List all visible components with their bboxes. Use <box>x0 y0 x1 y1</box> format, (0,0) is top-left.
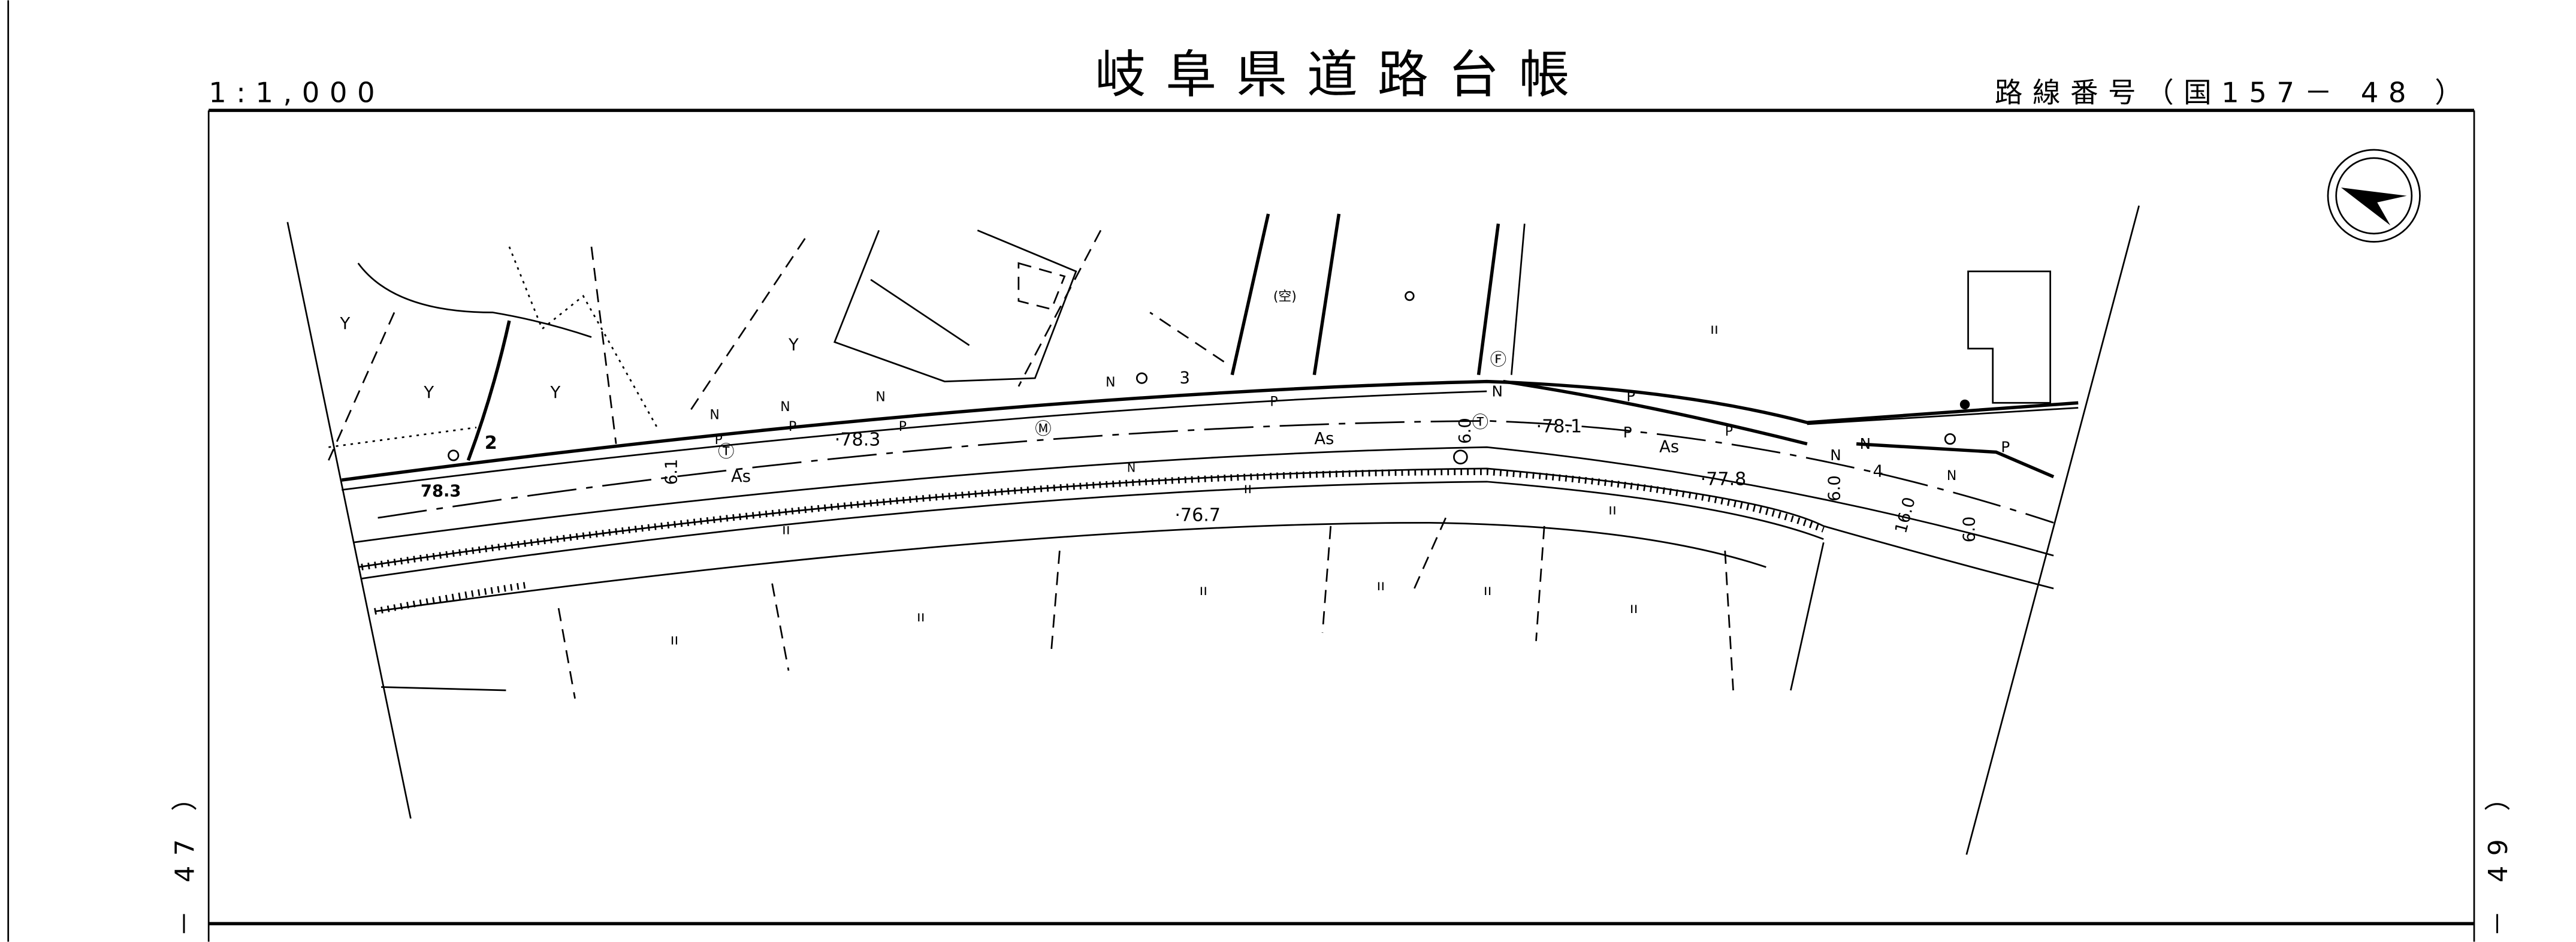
section-boundary-left <box>286 222 412 819</box>
field-symbol: ıı <box>782 521 790 538</box>
elevation-label-bold: 78.3 <box>421 482 461 500</box>
telephone-pole-symbol: Ⓣ <box>1472 413 1488 431</box>
benchmark-icon <box>1959 399 1970 410</box>
field-symbol: ıı <box>1377 576 1385 594</box>
n-label: N <box>709 408 719 423</box>
n-label: N <box>1830 446 1841 464</box>
field-symbol: ıı <box>671 630 679 648</box>
p-label: P <box>2001 438 2010 455</box>
point-symbols <box>448 291 1970 465</box>
right-sheet-number: － 49 ） <box>2483 775 2514 937</box>
width-label: 6.0 <box>1826 475 1844 502</box>
north-arrow-icon <box>2327 149 2421 243</box>
n-label: N <box>1106 375 1115 390</box>
elevation-label: ·78.3 <box>835 430 881 451</box>
pole-icon <box>1405 291 1415 301</box>
field-symbol: ıı <box>1630 599 1638 617</box>
number-label: 3 <box>1180 369 1190 387</box>
width-label: 6.0 <box>1961 517 1979 543</box>
pole-icon <box>1944 433 1956 445</box>
elevation-label: ·78.1 <box>1536 416 1582 437</box>
field-symbol: ıı <box>1608 501 1617 518</box>
pole-icon <box>1453 449 1468 465</box>
n-label: N <box>875 390 885 404</box>
land-use-label: Y <box>340 315 351 333</box>
n-label: N <box>1860 435 1871 452</box>
field-symbol: ıı <box>917 608 925 625</box>
land-use-label: Y <box>788 336 799 354</box>
p-label: P <box>1270 395 1278 410</box>
number-label: 2 <box>485 433 497 454</box>
parcel-lines <box>328 213 2052 699</box>
manhole-symbol: Ⓜ <box>1035 419 1051 438</box>
n-label: N <box>1947 469 1956 484</box>
number-label: 4 <box>1873 463 1883 481</box>
p-label: P <box>1626 387 1635 404</box>
width-label: 6.0 <box>1456 418 1475 444</box>
width-label: 16.0 <box>1892 495 1919 535</box>
vacant-symbol: (空) <box>1273 289 1297 304</box>
n-label: N <box>1127 461 1136 475</box>
section-boundary-right <box>1965 205 2140 855</box>
fire-hydrant-symbol: Ⓕ <box>1490 351 1506 369</box>
p-label: P <box>899 419 907 434</box>
surface-label: As <box>1314 430 1334 448</box>
field-symbol: ıı <box>1243 479 1252 497</box>
p-label: P <box>1725 424 1733 439</box>
road-outline <box>341 379 2079 615</box>
telephone-pole-symbol: Ⓣ <box>718 443 734 461</box>
n-label: N <box>780 400 790 415</box>
field-symbol: ıı <box>1710 320 1719 337</box>
width-label: 6.1 <box>663 459 681 485</box>
land-use-label: Y <box>423 384 434 402</box>
p-label: P <box>715 433 723 448</box>
p-label: P <box>789 419 796 434</box>
pole-icon <box>448 449 460 461</box>
pole-icon <box>1136 372 1148 384</box>
n-label: N <box>1491 382 1502 400</box>
surface-label: As <box>731 467 751 486</box>
surface-label: As <box>1659 437 1679 456</box>
sheet-title: 岐阜県道路台帳 <box>1095 46 1589 105</box>
field-symbol: ıı <box>1199 581 1207 599</box>
route-number: 路線番号（国157－ 48 ） <box>1995 76 2472 108</box>
elevation-label: ·76.7 <box>1174 505 1221 526</box>
elevation-label: ·77.8 <box>1701 469 1747 490</box>
p-label: P <box>1623 424 1632 441</box>
scale-label: 1:1,000 <box>209 76 385 108</box>
left-sheet-number: － 47 ） <box>170 775 201 937</box>
field-symbol: ıı <box>1484 581 1492 599</box>
map-annotations: As As As ·78.3 ·78.1 ·77.8 ·76.7 78.3 6.… <box>340 289 2010 648</box>
land-use-label: Y <box>549 384 560 402</box>
